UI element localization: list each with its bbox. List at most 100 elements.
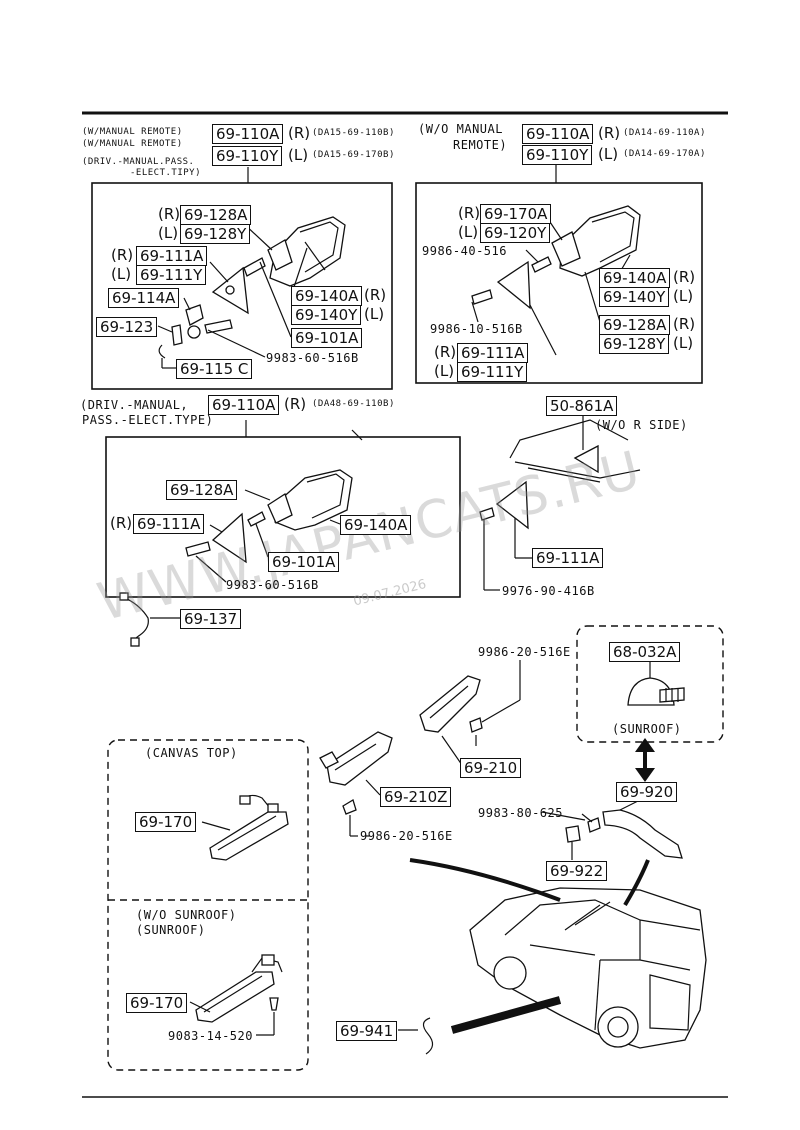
label-w-manual-remote-1: (W/MANUAL REMOTE) [82, 127, 183, 137]
part-label-69-110A[interactable]: 69-110A [212, 124, 284, 144]
part-label-69-111A-d[interactable]: 69-111A [532, 548, 604, 568]
part-label-69-128A-b[interactable]: 69-128A [599, 315, 671, 335]
frame-sunroof-clip [576, 625, 724, 743]
ref-DA14-69-170A: (DA14-69-170A) [623, 149, 706, 159]
label-pass-elect-type: PASS.-ELECT.TYPE) [82, 413, 214, 427]
rearview-mirror-sunroof [189, 954, 283, 1036]
part-label-69-128Y-b[interactable]: 69-128Y [599, 334, 670, 354]
frame-wo-manual-remote [415, 182, 703, 384]
part-label-69-170[interactable]: 69-170 [135, 812, 197, 832]
double-arrow [635, 738, 655, 782]
part-label-69-111A-b[interactable]: 69-111A [457, 343, 529, 363]
label-sunroof-clip: (SUNROOF) [612, 722, 682, 736]
sun-visor-69-210 [419, 660, 521, 766]
ref-DA15-69-170B: (DA15-69-170B) [312, 150, 395, 160]
part-label-69-110A-b[interactable]: 69-110A [522, 124, 594, 144]
side-l: (L) [111, 265, 132, 283]
screw-9976-90-416B: 9976-90-416B [502, 584, 595, 598]
part-label-69-111Y[interactable]: 69-111Y [136, 265, 207, 285]
label-driv-manual-2: (DRIV.-MANUAL, [80, 398, 189, 412]
part-label-69-110A-c[interactable]: 69-110A [208, 395, 280, 415]
part-label-50-861A[interactable]: 50-861A [546, 396, 618, 416]
frame-manual-remote [91, 182, 393, 390]
side-r: (R) [673, 315, 696, 333]
part-label-68-032A[interactable]: 68-032A [609, 642, 681, 662]
part-label-69-170-b[interactable]: 69-170 [126, 993, 188, 1013]
side-l: (L) [458, 223, 479, 241]
screw-9986-40-516: 9986-40-516 [422, 244, 507, 258]
part-label-69-110Y[interactable]: 69-110Y [212, 146, 283, 166]
part-label-69-111A[interactable]: 69-111A [136, 246, 208, 266]
label-wo-sunroof: (W/O SUNROOF) [136, 908, 237, 922]
ref-DA48-69-110B: (DA48-69-110B) [312, 399, 395, 409]
part-label-69-140A[interactable]: 69-140A [291, 286, 363, 306]
label-w-manual-remote-2: (W/MANUAL REMOTE) [82, 139, 183, 149]
part-label-69-140Y[interactable]: 69-140Y [291, 305, 362, 325]
side-l: (L) [598, 145, 619, 163]
side-r: (R) [158, 205, 181, 223]
part-label-69-140Y-b[interactable]: 69-140Y [599, 287, 670, 307]
rearview-mirror-canvas [201, 794, 289, 861]
side-r: (R) [434, 343, 457, 361]
screw-9986-20-516E: 9986-20-516E [478, 645, 571, 659]
screw-9983-60-516B: 9983-60-516B [266, 351, 359, 365]
frame-canvas-top [107, 739, 309, 1071]
part-label-69-137[interactable]: 69-137 [180, 609, 242, 629]
sunroof-clip-68-032A [627, 662, 685, 706]
block-69-922 [565, 825, 581, 843]
side-l: (L) [288, 146, 309, 164]
screw-9983-60-516B-b: 9983-60-516B [226, 578, 319, 592]
part-label-69-920[interactable]: 69-920 [616, 782, 678, 802]
side-r: (R) [673, 268, 696, 286]
side-r: (R) [598, 124, 621, 142]
part-label-69-123[interactable]: 69-123 [96, 317, 158, 337]
part-label-69-101A[interactable]: 69-101A [291, 328, 363, 348]
side-l: (L) [673, 334, 694, 352]
side-r: (R) [284, 395, 307, 413]
ref-DA15-69-110B: (DA15-69-110B) [312, 128, 395, 138]
mirror-assembly-1 [157, 216, 346, 369]
screw-9083-14-520: 9083-14-520 [168, 1029, 253, 1043]
part-label-69-115C[interactable]: 69-115 C [176, 359, 253, 379]
part-label-69-101A-c[interactable]: 69-101A [268, 552, 340, 572]
part-label-69-140A-c[interactable]: 69-140A [340, 515, 412, 535]
part-label-69-922[interactable]: 69-922 [546, 861, 608, 881]
side-l: (L) [158, 224, 179, 242]
part-label-69-140A-b[interactable]: 69-140A [599, 268, 671, 288]
part-label-69-114A[interactable]: 69-114A [108, 288, 180, 308]
part-label-69-128A[interactable]: 69-128A [180, 205, 252, 225]
part-label-69-111Y-b[interactable]: 69-111Y [457, 362, 528, 382]
side-r: (R) [458, 204, 481, 222]
rail-69-920 [602, 799, 683, 859]
side-l: (L) [364, 305, 385, 323]
label-sunroof: (SUNROOF) [136, 923, 206, 937]
side-r: (R) [111, 246, 134, 264]
mirror-assembly-3 [185, 469, 353, 583]
label-elect-tipy: -ELECT.TIPY) [130, 168, 202, 178]
frame-driv-manual-pass-elect [105, 436, 461, 598]
side-l: (L) [434, 362, 455, 380]
label-wo-manual: (W/O MANUAL [418, 122, 503, 136]
ref-DA14-69-110A: (DA14-69-110A) [623, 128, 706, 138]
part-label-69-111A-c[interactable]: 69-111A [133, 514, 205, 534]
part-label-69-170A[interactable]: 69-170A [480, 204, 552, 224]
part-label-69-210[interactable]: 69-210 [460, 758, 522, 778]
label-remote: REMOTE) [453, 138, 508, 152]
part-label-69-210Z[interactable]: 69-210Z [380, 787, 452, 807]
label-wo-r-side: (W/O R SIDE) [595, 418, 688, 432]
part-label-69-120Y[interactable]: 69-120Y [480, 223, 551, 243]
label-driv-manual-pass: (DRIV.-MANUAL.PASS. [82, 157, 195, 167]
harness-69-137 [119, 592, 180, 647]
part-label-69-110Y-b[interactable]: 69-110Y [522, 145, 593, 165]
screw-9986-10-516B: 9986-10-516B [430, 322, 523, 336]
screw-9983-80-625: 9983-80-625 [478, 806, 563, 820]
door-corner-50-861A [479, 413, 641, 591]
label-canvas-top: (CANVAS TOP) [145, 746, 238, 760]
part-label-69-941[interactable]: 69-941 [336, 1021, 398, 1041]
mirror-assembly-2 [471, 205, 641, 356]
car-illustration [469, 887, 707, 1049]
part-label-69-128A-c[interactable]: 69-128A [166, 480, 238, 500]
part-label-69-128Y[interactable]: 69-128Y [180, 224, 251, 244]
